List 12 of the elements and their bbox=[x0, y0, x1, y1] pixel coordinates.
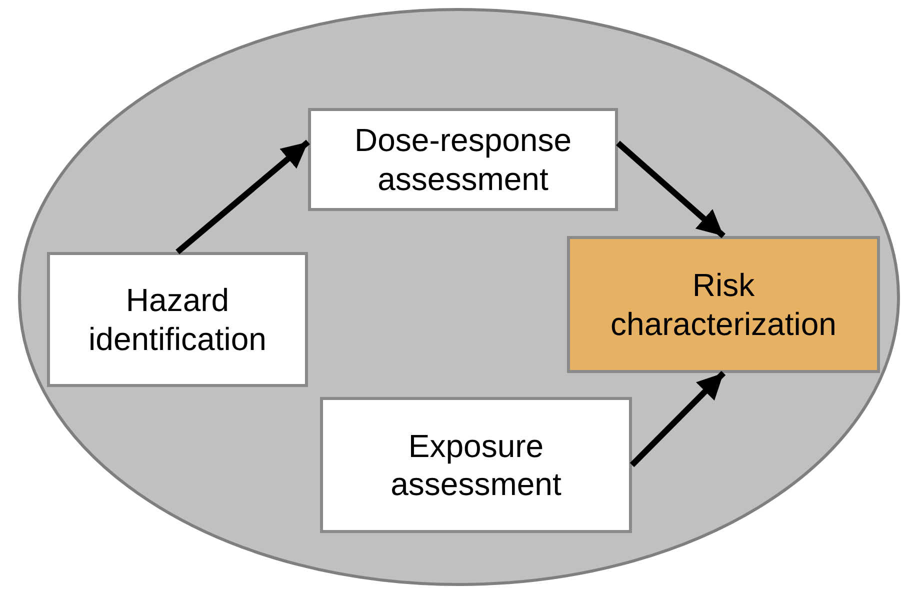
box-label: Risk characterization bbox=[610, 266, 838, 343]
box-label: Hazard identification bbox=[88, 281, 268, 358]
process-box bbox=[567, 236, 880, 373]
arrow bbox=[176, 140, 310, 254]
process-box bbox=[320, 397, 632, 533]
process-box bbox=[308, 108, 618, 211]
arrow bbox=[616, 140, 726, 238]
arrow bbox=[630, 370, 726, 468]
box-label: Dose-response assessment bbox=[354, 121, 572, 198]
box-label: Exposure assessment bbox=[390, 426, 562, 504]
ellipse-background bbox=[18, 8, 900, 586]
process-box bbox=[47, 252, 308, 387]
